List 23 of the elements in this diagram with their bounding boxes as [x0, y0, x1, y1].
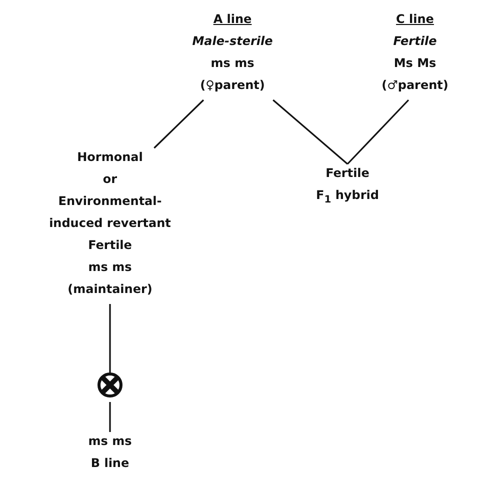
- connector-line: [109, 402, 111, 432]
- genotype-label: ms ms: [210, 55, 254, 72]
- node-text: ms ms: [88, 259, 132, 276]
- line-heading: A line: [213, 11, 252, 28]
- node-text: Fertile: [88, 237, 132, 254]
- node-text: B line: [90, 455, 130, 472]
- connector-line: [346, 99, 410, 165]
- node-text: Hormonal: [77, 149, 143, 166]
- line-heading: C line: [396, 11, 434, 28]
- parent-label: (♀parent): [200, 77, 265, 94]
- fertility-label: Fertile: [393, 33, 437, 50]
- node-text: or: [102, 171, 118, 188]
- node-text: (maintainer): [68, 281, 152, 298]
- node-text: ms ms: [88, 433, 132, 450]
- connector-line: [272, 99, 348, 165]
- connector-line: [154, 99, 204, 149]
- parent-label: (♂parent): [382, 77, 448, 94]
- fertility-label: Male-sterile: [192, 33, 273, 50]
- node-text: Fertile: [326, 165, 370, 182]
- node-text: Environmental-induced revertant: [48, 193, 172, 232]
- connector-line: [109, 304, 111, 374]
- node-text: F$_{1}$ hybrid: [316, 187, 379, 208]
- genotype-label: Ms Ms: [394, 55, 436, 72]
